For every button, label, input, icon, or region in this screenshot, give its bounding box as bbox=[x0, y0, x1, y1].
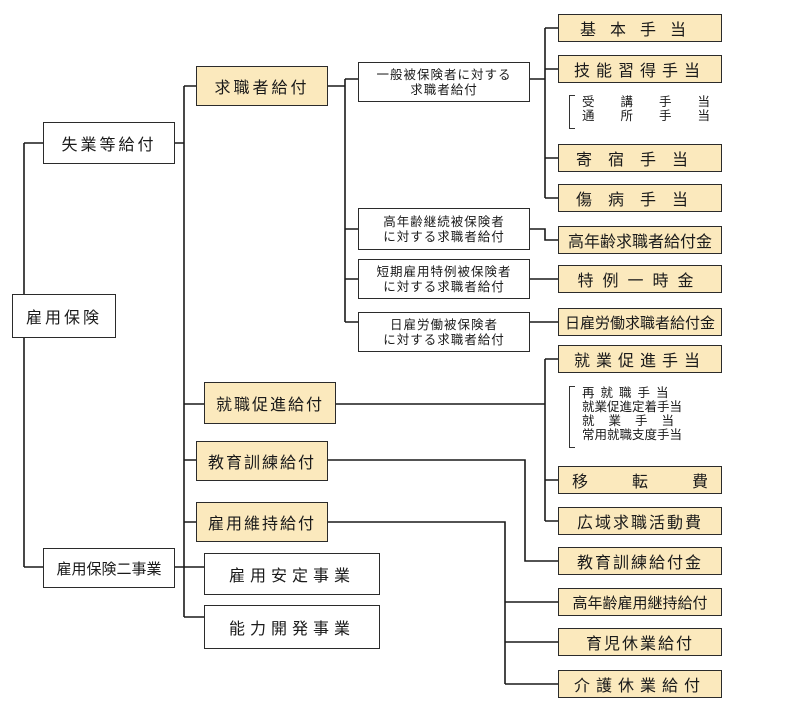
connector-job-seeker bbox=[328, 78, 358, 323]
basic-allowance-box: 基本手当 bbox=[558, 14, 722, 42]
short-term-insured-line2: に対する求職者給付 bbox=[383, 279, 505, 294]
basic-allowance-label: 基本手当 bbox=[579, 20, 700, 39]
short-term-insured-line1: 短期雇用特例被保険者 bbox=[376, 264, 512, 279]
short-term-insured-box: 短期雇用特例被保険者 に対する求職者給付 bbox=[358, 259, 530, 299]
employment-stability-box: 雇用安定事業 bbox=[204, 553, 380, 595]
elderly-lump-sum-label: 高年齢求職者給付金 bbox=[567, 232, 712, 251]
education-training-label: 教育訓練給付 bbox=[207, 453, 316, 472]
education-training-box: 教育訓練給付 bbox=[196, 441, 328, 481]
reemployment-allowance-label: 再就職手当 bbox=[582, 385, 675, 400]
childcare-leave-label: 育児休業給付 bbox=[585, 634, 694, 653]
settling-allowance-label: 就業促進定着手当 bbox=[582, 399, 683, 414]
nursing-care-leave-box: 介護休業給付 bbox=[558, 670, 722, 698]
wide-area-expenses-box: 広域求職活動費 bbox=[558, 507, 722, 535]
daily-benefit-label: 日雇労働求職者給付金 bbox=[564, 313, 715, 332]
employment-promotion-allowance-box: 就業促進手当 bbox=[558, 345, 722, 373]
root-box: 雇用保険 bbox=[12, 294, 116, 338]
promotion-list: 再就職手当 就業促進定着手当 就業手当 常用就職支度手当 bbox=[582, 386, 692, 442]
elderly-lump-sum-box: 高年齢求職者給付金 bbox=[558, 226, 722, 254]
unemployment-benefits-box: 失業等給付 bbox=[43, 122, 175, 164]
employment-promotion-box: 就職促進給付 bbox=[204, 382, 336, 424]
sickness-allowance-box: 傷病手当 bbox=[558, 184, 722, 212]
employment-stability-label: 雇用安定事業 bbox=[228, 566, 355, 585]
nursing-care-leave-label: 介護休業給付 bbox=[573, 676, 706, 695]
connector-continuation bbox=[328, 521, 558, 685]
allowance-bracket bbox=[569, 95, 575, 129]
sickness-allowance-label: 傷病手当 bbox=[575, 190, 704, 209]
education-benefit-box: 教育訓練給付金 bbox=[558, 547, 722, 575]
connector-promotion bbox=[336, 358, 558, 522]
daily-insured-box: 日雇労働被保険者 に対する求職者給付 bbox=[358, 312, 530, 352]
root-label: 雇用保険 bbox=[25, 308, 102, 327]
elderly-continuation-box: 高年齢雇用継持給付 bbox=[558, 588, 722, 616]
allowance-list: 受講手当 通所手当 bbox=[582, 95, 718, 123]
promotion-bracket bbox=[569, 386, 575, 448]
employment-allowance-label: 就業手当 bbox=[582, 413, 689, 428]
employment-promotion-label: 就職促進給付 bbox=[215, 395, 324, 414]
two-projects-box: 雇用保険二事業 bbox=[43, 548, 175, 588]
general-insured-line2: 求職者給付 bbox=[410, 82, 478, 97]
connector-general bbox=[530, 27, 558, 199]
job-seeker-label: 求職者給付 bbox=[214, 78, 310, 97]
wide-area-expenses-label: 広域求職活動費 bbox=[576, 513, 703, 532]
special-lump-sum-box: 特例一時金 bbox=[558, 265, 722, 293]
elderly-insured-line2: に対する求職者給付 bbox=[383, 229, 505, 244]
skill-learning-box: 技能習得手当 bbox=[558, 55, 722, 83]
relocation-expenses-box: 移転費 bbox=[558, 466, 722, 494]
employment-continuation-box: 雇用維持給付 bbox=[196, 502, 328, 542]
daily-benefit-box: 日雇労働求職者給付金 bbox=[558, 308, 722, 336]
connector-root bbox=[12, 142, 43, 568]
skill-learning-label: 技能習得手当 bbox=[573, 61, 706, 80]
employment-continuation-label: 雇用維持給付 bbox=[207, 514, 316, 533]
employment-promotion-allowance-label: 就業促進手当 bbox=[573, 351, 706, 370]
elderly-continuation-label: 高年齢雇用継持給付 bbox=[572, 593, 708, 612]
unemployment-benefits-label: 失業等給付 bbox=[61, 135, 157, 154]
education-benefit-label: 教育訓練給付金 bbox=[576, 553, 703, 572]
attendance-allowance-label: 受講手当 bbox=[582, 94, 737, 109]
general-insured-line1: 一般被保険者に対する bbox=[376, 67, 512, 82]
skill-development-box: 能力開発事業 bbox=[204, 605, 380, 649]
connector-unemployment bbox=[175, 85, 204, 618]
commuting-allowance-label: 通所手当 bbox=[582, 108, 737, 123]
daily-insured-line2: に対する求職者給付 bbox=[383, 332, 505, 347]
connector-level3-leaves bbox=[530, 228, 558, 323]
general-insured-box: 一般被保険者に対する 求職者給付 bbox=[358, 62, 530, 102]
daily-insured-line1: 日雇労働被保険者 bbox=[389, 317, 498, 332]
special-lump-sum-label: 特例一時金 bbox=[577, 271, 703, 290]
two-projects-label: 雇用保険二事業 bbox=[56, 559, 162, 578]
elderly-insured-line1: 高年齢継続被保険者 bbox=[383, 214, 505, 229]
relocation-expenses-label: 移転費 bbox=[571, 472, 752, 491]
job-seeker-box: 求職者給付 bbox=[196, 66, 328, 106]
skill-development-label: 能力開発事業 bbox=[228, 619, 355, 638]
connector-education bbox=[328, 459, 558, 562]
boarding-allowance-box: 寄宿手当 bbox=[558, 144, 722, 172]
childcare-leave-box: 育児休業給付 bbox=[558, 628, 722, 656]
boarding-allowance-label: 寄宿手当 bbox=[575, 150, 704, 169]
disabled-support-label: 常用就職支度手当 bbox=[582, 427, 683, 442]
elderly-insured-box: 高年齢継続被保険者 に対する求職者給付 bbox=[358, 208, 530, 250]
